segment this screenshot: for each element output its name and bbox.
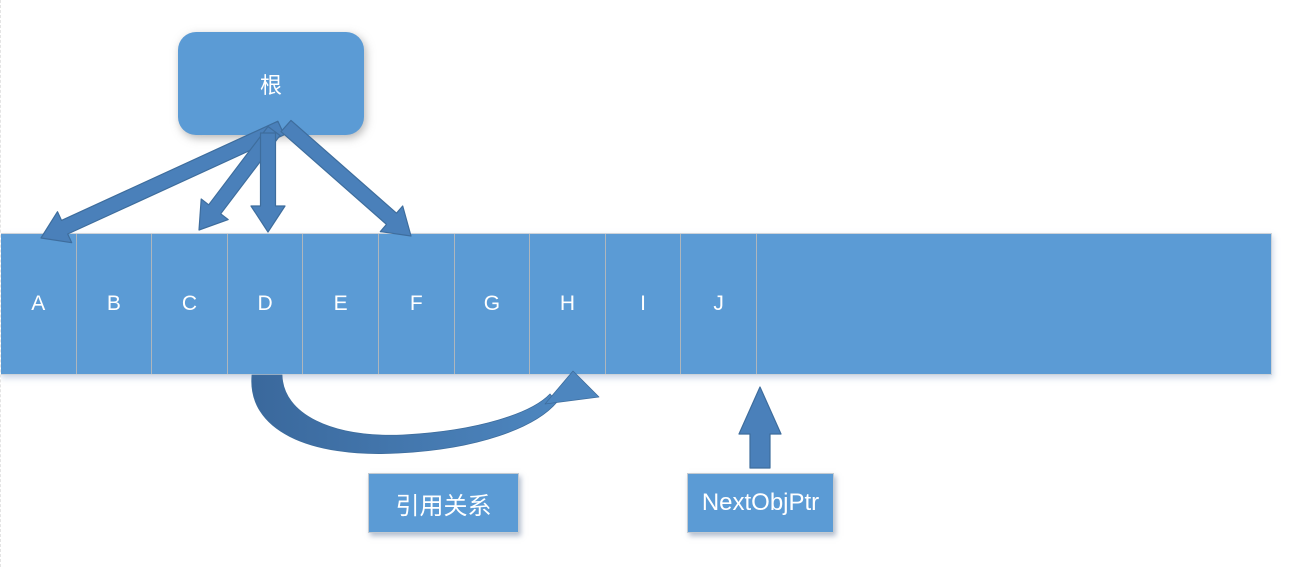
memory-cell-label: I: [640, 292, 646, 315]
memory-cell-label: D: [257, 292, 273, 315]
reference-arrowhead: [544, 370, 600, 405]
next-obj-ptr-text: NextObjPtr: [701, 489, 820, 516]
memory-cell-F: F: [379, 234, 455, 374]
root-to-c-arrow: [198, 125, 281, 231]
root-node: 根: [178, 32, 364, 135]
root-to-a-arrow: [40, 120, 285, 244]
memory-cell-label: E: [333, 292, 348, 315]
memory-cell-label: B: [106, 292, 121, 315]
memory-cell-D: D: [228, 234, 304, 374]
root-node-label: 根: [259, 72, 282, 98]
memory-cell-label: H: [559, 292, 576, 315]
memory-cell-label: A: [31, 292, 46, 315]
memory-cell-B: B: [77, 234, 153, 374]
reference-relation-text: 引用关系: [395, 492, 492, 520]
memory-cell-C: C: [152, 234, 228, 374]
root-to-d-arrow: [250, 132, 286, 233]
memory-bar: A B C D E F G H I J: [1, 233, 1272, 375]
next-obj-ptr-arrow: [738, 386, 782, 469]
memory-cell-I: I: [606, 234, 682, 374]
memory-cell-J: J: [681, 234, 757, 374]
reference-relation-label: 引用关系: [368, 473, 519, 533]
root-to-f-arrow: [280, 119, 412, 237]
memory-cell-E: E: [303, 234, 379, 374]
memory-cell-G: G: [455, 234, 531, 374]
memory-cell-label: J: [713, 292, 724, 315]
memory-cell-H: H: [530, 234, 606, 374]
reference-curve-arrow: [251, 374, 558, 454]
memory-cell-label: F: [409, 292, 423, 315]
memory-cell-label: G: [483, 292, 501, 315]
memory-cell-label: C: [181, 292, 198, 315]
next-obj-ptr-label: NextObjPtr: [687, 473, 834, 533]
memory-cell-A: A: [1, 234, 77, 374]
